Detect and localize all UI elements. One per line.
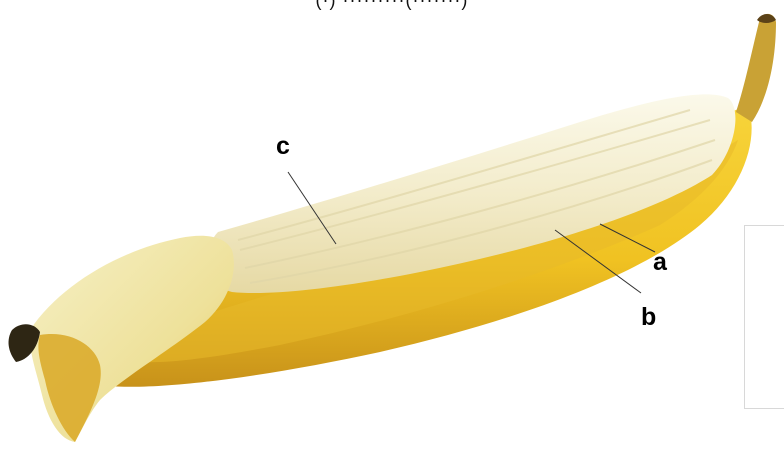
side-frame: [744, 225, 784, 409]
label-c: c: [276, 132, 290, 161]
label-a: a: [653, 248, 667, 277]
label-b: b: [641, 303, 656, 332]
stem: [736, 14, 776, 122]
